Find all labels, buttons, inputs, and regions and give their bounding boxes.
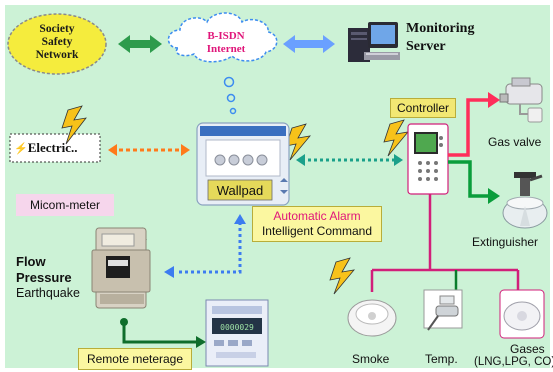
server-node-label: Monitoring Server (406, 21, 475, 54)
society-node-shape (7, 13, 107, 75)
lightning-electric-icon (61, 105, 87, 145)
server-computer-icon (348, 22, 400, 62)
svg-text:0000029: 0000029 (220, 323, 254, 332)
internet-server-arrow (283, 35, 335, 53)
wallpad-label: Wallpad (216, 182, 264, 198)
plug-icon: ⚡ (14, 143, 28, 155)
electric-box (9, 133, 101, 163)
flow-label: Flow (16, 254, 46, 269)
controller-extinguisher-arrow (448, 160, 500, 204)
lightning-wallpad-icon (285, 123, 311, 161)
intelligent-command-label: Intelligent Command (261, 224, 373, 238)
remote-meterage-label: Remote meterage (78, 348, 192, 370)
electric-node-label: ⚡Electric.. (14, 140, 78, 155)
pressure-label: Pressure (16, 270, 72, 285)
automatic-alarm-box: Automatic Alarm Intelligent Command (252, 206, 382, 242)
gases-label: Gases (510, 342, 545, 356)
remote-display-image: 0000029 (205, 299, 269, 367)
gas-valve-image (499, 77, 543, 123)
micom-meter-label: Micom-meter (16, 194, 114, 216)
electric-wallpad-arrow (108, 144, 190, 156)
extinguisher-image (502, 172, 548, 229)
gas-sensor-image (499, 289, 545, 339)
wallpad-meter-arrow (164, 214, 246, 278)
micom-meter-image (91, 227, 151, 309)
controller-gasvalve-arrow (448, 92, 500, 157)
smoke-label: Smoke (352, 352, 390, 366)
controller-sensors-link (370, 194, 520, 292)
society-node-label: Society Safety Network (35, 23, 79, 61)
cloud-bubbles (223, 76, 237, 115)
controller-label: Controller (390, 98, 456, 118)
meter-remote-link (120, 318, 206, 348)
wallpad-device (196, 122, 290, 206)
gases-types-label: (LNG,LPG, CO) (474, 356, 553, 368)
bisdn-node-label: B-ISDN Internet (206, 30, 246, 55)
bisdn-cloud (167, 12, 278, 63)
controller-device (407, 123, 449, 195)
lightning-controller-icon (383, 119, 409, 157)
society-internet-arrow (118, 35, 162, 53)
automatic-alarm-label: Automatic Alarm (273, 209, 361, 223)
earthquake-label: Earthquake (16, 286, 80, 300)
gas-valve-label: Gas valve (488, 135, 542, 149)
wallpad-controller-arrow (296, 154, 403, 166)
temp-label: Temp. (425, 352, 458, 366)
extinguisher-label: Extinguisher (472, 235, 539, 249)
smoke-sensor-image (347, 299, 397, 337)
lightning-smoke-icon (329, 257, 355, 295)
temp-sensor-image (423, 289, 463, 331)
